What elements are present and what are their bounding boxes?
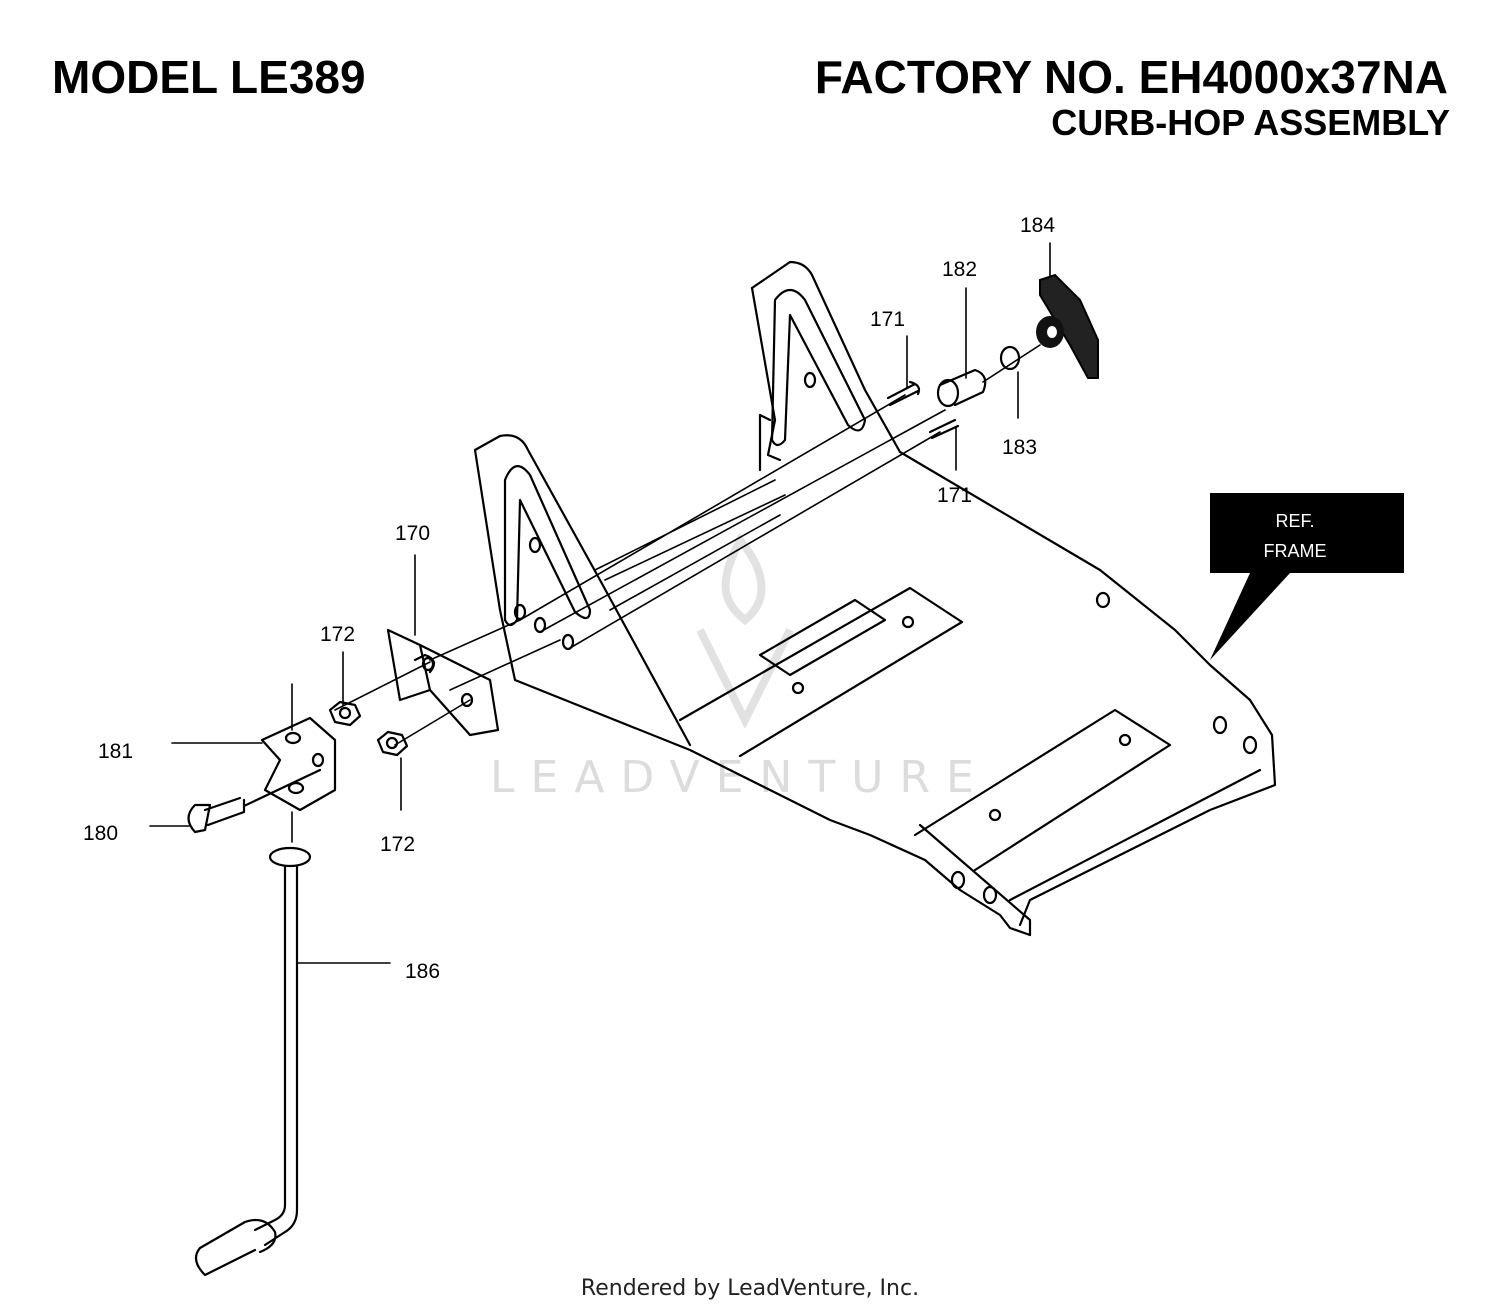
frame-slot-left [503,465,592,627]
part-186-rod [253,864,299,1247]
ref-frame-line2: FRAME [1264,541,1327,561]
part-172-nut [328,700,362,727]
callout-171: 171 [937,484,972,507]
part-182-spacer [938,368,987,407]
axis-lines [519,394,946,649]
callout-172: 172 [380,833,415,856]
watermark-text: LEADVENTURE [490,752,990,803]
frame-outline [473,260,1277,937]
part-170-hole [421,656,435,672]
frame-rear-upright [750,286,782,472]
frame-raised-pad-upper [758,598,887,677]
part-186-pin [194,1218,277,1277]
part-171-screw [886,380,921,407]
part-170-bracket [386,628,500,737]
frame-plate-lower [913,708,1172,872]
part-181-bracket [260,716,337,812]
callout-181: 181 [98,740,133,763]
model-title: MODEL LE389 [52,51,366,103]
callout-183: 183 [1002,436,1037,459]
ref-frame-label: REF. FRAME [1210,493,1404,660]
frame-holes [513,371,1258,905]
watermark-logo [696,532,794,729]
part-186-rod-end [268,846,312,868]
footer-credit: Rendered by LeadVenture, Inc. [580,1276,920,1301]
part-171-screw [928,418,960,440]
callout-180: 180 [83,822,118,845]
callout-172: 172 [320,623,355,646]
callout-171: 171 [870,308,905,331]
factory-number: FACTORY NO. EH4000x37NA [814,51,1448,103]
ref-frame-line1: REF. [1275,511,1314,531]
leader-lines [149,242,1051,964]
frame-lower-lip [918,768,1262,937]
bolt-axis-lines [334,619,561,746]
frame-plate-upper [678,586,964,758]
callout-170: 170 [395,522,430,545]
bolt-axis-lines [982,344,1041,383]
part-183-washer [999,345,1021,371]
assembly-title: CURB-HOP ASSEMBLY [1051,102,1450,143]
callout-182: 182 [942,258,977,281]
callout-184: 184 [1020,214,1055,237]
frame-slot-right [770,288,867,447]
part-170-hole [460,692,474,708]
part-180-carriage-bolt [187,768,322,834]
part-184-knob [1036,273,1099,379]
callout-186: 186 [405,960,440,983]
part-172-nut [376,730,409,757]
